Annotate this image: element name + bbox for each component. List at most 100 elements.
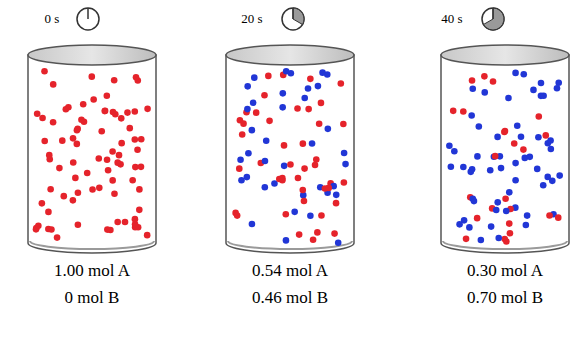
molecule [468, 112, 475, 119]
molecule [244, 83, 251, 90]
molecule [89, 186, 96, 193]
amount-label: 0.54 mol A [252, 261, 328, 281]
molecule [144, 232, 151, 239]
molecule [245, 150, 252, 157]
molecule [236, 165, 243, 172]
molecule [535, 134, 542, 141]
beaker-top [226, 45, 354, 65]
clock-icon [482, 8, 504, 30]
molecule [502, 128, 509, 135]
molecule [126, 125, 133, 132]
molecule [300, 140, 307, 147]
beaker [226, 45, 354, 253]
molecule [249, 221, 256, 228]
molecule [250, 99, 257, 106]
molecule [104, 156, 111, 163]
molecule [506, 189, 513, 196]
molecule [98, 128, 105, 135]
molecule [549, 178, 556, 185]
molecule [318, 212, 325, 219]
molecule [74, 141, 81, 148]
molecule [556, 172, 563, 179]
molecule [262, 184, 269, 191]
amount-label: 0.46 mol B [252, 288, 328, 308]
molecule [534, 166, 541, 173]
molecule [309, 140, 316, 147]
beaker-shadow [228, 241, 352, 249]
molecule [132, 164, 139, 171]
molecule [469, 166, 476, 173]
time-label: 0 s [45, 11, 60, 27]
molecule [299, 187, 306, 194]
molecule [530, 87, 537, 94]
molecule [502, 195, 509, 202]
molecule [282, 211, 289, 218]
molecule [546, 212, 553, 219]
molecule [463, 236, 470, 243]
molecule [249, 127, 256, 134]
molecule [493, 207, 500, 214]
molecule [474, 153, 481, 160]
beaker-body [226, 55, 354, 253]
molecule [50, 81, 57, 88]
molecule [342, 161, 349, 168]
molecule [307, 212, 314, 219]
time-label: 20 s [241, 11, 262, 27]
molecule [281, 142, 288, 149]
beaker-top [28, 45, 156, 65]
molecule [35, 223, 42, 230]
molecule [315, 83, 322, 90]
molecule [466, 224, 473, 231]
clock-icon [282, 8, 304, 30]
molecule [451, 148, 458, 155]
molecule [498, 165, 505, 172]
beaker-body [28, 55, 156, 253]
molecule [312, 162, 319, 169]
molecule [84, 170, 91, 177]
molecule [554, 85, 561, 92]
molecule [47, 186, 54, 193]
molecule [514, 123, 521, 130]
molecule [283, 68, 290, 75]
molecule [39, 200, 46, 207]
molecule [341, 179, 348, 186]
molecule [50, 119, 57, 126]
molecule [494, 199, 501, 206]
molecule [56, 165, 63, 172]
molecule [129, 177, 136, 184]
molecule [136, 186, 143, 193]
molecule [262, 158, 269, 165]
molecule [78, 116, 85, 123]
beaker [28, 45, 156, 253]
beaker-shadow [30, 241, 154, 249]
molecule [313, 156, 320, 163]
molecule [520, 71, 527, 78]
molecule [478, 237, 485, 244]
molecule [45, 209, 52, 216]
molecule [238, 177, 245, 184]
molecule [523, 222, 530, 229]
molecule [542, 132, 549, 139]
molecule [507, 230, 514, 237]
molecule [524, 212, 531, 219]
molecule [102, 107, 109, 114]
molecule [70, 197, 77, 204]
molecule [116, 152, 123, 159]
molecule [60, 193, 67, 200]
molecule [70, 159, 77, 166]
molecule [305, 106, 312, 113]
molecule [104, 93, 111, 100]
molecule [134, 146, 141, 153]
molecule [265, 73, 272, 80]
molecule [75, 189, 82, 196]
molecule [456, 221, 463, 228]
molecule [325, 185, 332, 192]
molecule [111, 77, 118, 84]
molecule [295, 175, 302, 182]
molecule [338, 80, 345, 87]
beaker-body [441, 55, 569, 253]
molecule [240, 120, 247, 127]
molecule [283, 237, 290, 244]
molecule [279, 175, 286, 182]
